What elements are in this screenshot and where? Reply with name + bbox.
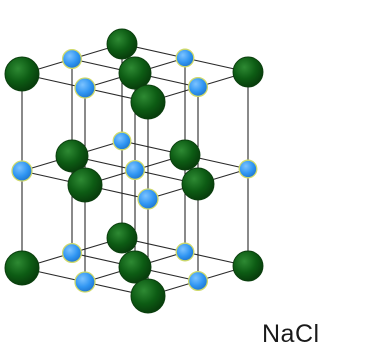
sodium-ion <box>187 76 209 98</box>
sodium-ion <box>61 242 83 264</box>
chloride-ion <box>118 250 152 284</box>
sodium-ion <box>175 242 195 262</box>
chloride-ion <box>118 56 152 90</box>
chloride-ion <box>106 222 138 254</box>
sodium-ion <box>11 160 33 182</box>
compound-label: NaCl <box>262 320 320 348</box>
chloride-ion <box>232 56 264 88</box>
chloride-ion <box>55 139 89 173</box>
sodium-ion <box>112 131 132 151</box>
sodium-ion <box>238 159 258 179</box>
sodium-ion <box>175 48 195 68</box>
sodium-ion <box>74 271 96 293</box>
chloride-ion <box>169 139 201 171</box>
chloride-ion <box>181 167 215 201</box>
chloride-ion <box>106 28 138 60</box>
chloride-ion <box>4 56 40 92</box>
chloride-ion <box>67 167 103 203</box>
atoms <box>4 28 264 314</box>
chloride-ion <box>232 250 264 282</box>
sodium-ion <box>187 270 209 292</box>
sodium-ion <box>74 77 96 99</box>
chloride-ion <box>130 84 166 120</box>
sodium-ion <box>61 48 83 70</box>
chloride-ion <box>130 278 166 314</box>
sodium-ion <box>124 159 146 181</box>
chloride-ion <box>4 250 40 286</box>
sodium-ion <box>137 188 159 210</box>
